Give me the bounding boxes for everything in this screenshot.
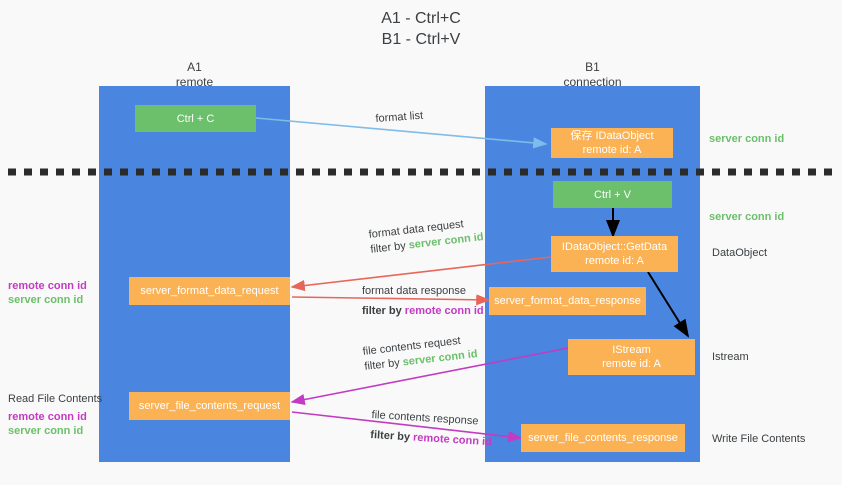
box-server-format-data-request-label: server_format_data_request: [140, 285, 279, 297]
edge-label-format-data-request: format data request filter by server con…: [368, 215, 484, 258]
column-a1-sub: remote: [175, 75, 214, 89]
box-server-file-contents-response[interactable]: server_file_contents_response: [521, 424, 685, 452]
box-ctrl-c-label: Ctrl + C: [176, 112, 215, 125]
right-annotation-dataobject: DataObject: [712, 247, 768, 259]
box-server-file-contents-response-label: server_file_contents_response: [528, 432, 678, 444]
box-istream[interactable]: IStream remote id: A: [568, 339, 695, 375]
edge-label-file-contents-response: file contents response filter by remote …: [370, 408, 494, 450]
box-server-file-contents-request-label: server_file_contents_request: [138, 400, 281, 412]
column-header-a1: A1 remote: [99, 60, 290, 90]
box-istream-line1: IStream: [612, 344, 651, 356]
edge-label-format-data-response: format data response filter by remote co…: [362, 284, 484, 319]
left-annotation-read-file-contents: Read File Contents: [8, 393, 103, 405]
column-header-b1: B1 connection: [485, 60, 700, 90]
box-ctrl-c[interactable]: Ctrl + C: [135, 105, 256, 132]
edge-label-file-contents-request: file contents request filter by server c…: [362, 332, 478, 375]
box-idataobject-getdata[interactable]: IDataObject::GetData remote id: A: [551, 236, 678, 272]
title-line-2: B1 - Ctrl+V: [381, 31, 461, 48]
box-save-idataobject-line2: remote id: A: [582, 144, 642, 156]
box-server-format-data-request[interactable]: server_format_data_request: [129, 277, 290, 305]
conn-id-magenta: remote conn id: [404, 305, 484, 317]
left-annotation-format-remote-conn-id: remote conn id: [8, 280, 87, 292]
box-ctrl-v[interactable]: Ctrl + V: [553, 181, 672, 208]
box-getdata-line2: remote id: A: [585, 255, 644, 267]
right-annotation-server-conn-id-top: server conn id: [709, 133, 785, 145]
left-annotation-file-server-conn-id: server conn id: [8, 425, 84, 437]
file-contents-response-filter: filter by remote conn id: [369, 428, 493, 449]
box-server-format-data-response-label: server_format_data_response: [494, 295, 641, 307]
box-server-file-contents-request[interactable]: server_file_contents_request: [129, 392, 290, 420]
edge-label-format-list: format list: [375, 109, 424, 125]
left-annotation-file-remote-conn-id: remote conn id: [8, 411, 87, 423]
column-a1-name: A1: [187, 60, 202, 74]
box-istream-line2: remote id: A: [602, 358, 661, 370]
box-server-format-data-response[interactable]: server_format_data_response: [489, 287, 646, 315]
box-save-idataobject[interactable]: 保存 IDataObject remote id: A: [551, 128, 673, 158]
left-annotation-format-server-conn-id: server conn id: [8, 294, 84, 306]
right-annotation-server-conn-id-mid: server conn id: [709, 211, 785, 223]
format-data-response-filter: filter by remote conn id: [362, 305, 484, 317]
page-title: A1 - Ctrl+C B1 - Ctrl+V: [0, 8, 842, 50]
box-getdata-line1: IDataObject::GetData: [561, 241, 668, 253]
format-data-response-text: format data response: [362, 285, 466, 297]
title-line-1: A1 - Ctrl+C: [381, 10, 461, 27]
file-contents-response-text: file contents response: [371, 408, 479, 428]
column-b1-sub: connection: [563, 75, 622, 89]
box-save-idataobject-line1: 保存 IDataObject: [570, 130, 654, 142]
column-b1-name: B1: [585, 60, 600, 74]
right-annotation-write-file-contents: Write File Contents: [712, 433, 806, 445]
box-ctrl-v-label: Ctrl + V: [594, 188, 631, 201]
right-annotation-istream: Istream: [712, 351, 749, 363]
conn-id-magenta-2: remote conn id: [412, 431, 493, 449]
